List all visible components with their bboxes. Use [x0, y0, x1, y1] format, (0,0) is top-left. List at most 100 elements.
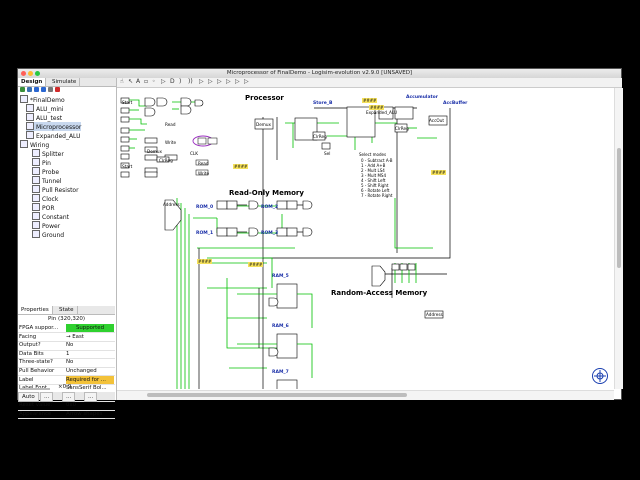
property-row[interactable]: Output? No — [18, 341, 115, 351]
tree-item-icon — [26, 131, 34, 139]
tab-extra-3[interactable]: ... — [84, 392, 98, 402]
property-value[interactable]: → East — [66, 333, 84, 340]
circuit-icon[interactable] — [48, 87, 53, 92]
tree-item[interactable]: Wiring — [20, 140, 49, 149]
move-down-icon[interactable] — [41, 87, 46, 92]
clrreg-label-2: ClrReg — [395, 126, 409, 131]
vertical-scrollbar[interactable] — [614, 88, 623, 389]
property-value[interactable]: Arrow shapes — [66, 411, 103, 417]
tree-item-label: Pin — [42, 160, 51, 167]
tab-simulate[interactable]: Simulate — [49, 78, 81, 86]
property-value[interactable]: Supported — [66, 324, 114, 333]
xor-gate-icon[interactable]: )) — [188, 78, 193, 85]
vertical-scroll-thumb[interactable] — [617, 148, 621, 268]
tree-item[interactable]: Constant — [32, 212, 69, 221]
hex-probe-1: #### — [233, 164, 249, 169]
property-value[interactable]: No — [66, 359, 74, 366]
select-mode-line: 2 - Mult LS4 — [361, 168, 385, 173]
zoom-slider[interactable] — [20, 388, 50, 390]
property-key: Output? — [19, 342, 41, 349]
property-key: Appearance — [19, 411, 52, 417]
tree-item-label: Ground — [42, 232, 65, 239]
tree-item[interactable]: Pull Resistor — [32, 185, 79, 194]
xnor-gate-icon[interactable]: ▷ — [217, 78, 222, 85]
tab-auto[interactable]: Auto — [18, 392, 39, 402]
add-circuit-icon[interactable] — [20, 87, 25, 92]
input-pin-icon[interactable]: ▫ — [144, 78, 149, 85]
navigation-icon[interactable] — [592, 368, 608, 384]
tree-item-label: Splitter — [42, 151, 64, 158]
horizontal-scrollbar[interactable] — [117, 390, 614, 400]
tree-item[interactable]: Microprocessor — [26, 122, 82, 131]
tab-extra-1[interactable]: ... — [40, 392, 54, 402]
address-label: Address — [163, 202, 180, 207]
tree-item[interactable]: Pin — [32, 158, 51, 167]
text-tool-icon[interactable]: A — [136, 78, 141, 85]
tab-properties[interactable]: Properties — [18, 306, 53, 314]
tree-item[interactable]: Splitter — [32, 149, 64, 158]
property-key: Facing — [19, 333, 37, 340]
rom-2-label: ROM_2 — [261, 205, 279, 210]
clock-icon[interactable]: ▷ — [244, 78, 249, 85]
not-gate-icon[interactable]: ▷ — [161, 78, 166, 85]
property-value[interactable]: No — [66, 342, 74, 349]
close-window-button[interactable] — [21, 71, 26, 76]
zoom-window-button[interactable] — [35, 71, 40, 76]
and-gate-icon[interactable]: D — [170, 78, 175, 85]
start-label-2: Start — [122, 164, 133, 169]
property-row[interactable]: FPGA suppor...Supported — [18, 324, 115, 334]
hex-probe-4: #### — [431, 170, 447, 175]
tree-item[interactable]: Tunnel — [32, 176, 62, 185]
tab-extra-2[interactable]: ... — [62, 392, 76, 402]
buffer-icon[interactable]: ▷ — [226, 78, 231, 85]
property-row[interactable]: Facing → East — [18, 333, 115, 342]
tree-item-label: ALU_mini — [36, 106, 64, 113]
tree-item-label: POR — [42, 205, 55, 212]
tree-item-label: Clock — [42, 196, 59, 203]
tree-item-icon — [26, 122, 34, 130]
property-value[interactable]: SansSerif Bol... — [66, 385, 107, 392]
property-value[interactable]: Required for ... — [66, 375, 114, 384]
property-row[interactable]: Reset value:0x0 — [18, 401, 115, 411]
tab-design[interactable]: Design — [18, 78, 47, 86]
explorer-toolbar — [18, 87, 116, 94]
delete-icon[interactable] — [55, 87, 60, 92]
nand-gate-icon[interactable]: ▷ — [199, 78, 204, 85]
tree-item-label: Wiring — [30, 142, 50, 149]
tree-item[interactable]: Expanded_ALU — [26, 131, 80, 140]
horizontal-scroll-thumb[interactable] — [147, 393, 407, 397]
tree-item[interactable]: POR — [32, 203, 55, 212]
tree-item[interactable]: *FinalDemo — [20, 95, 65, 104]
circuit-drawing — [120, 97, 451, 389]
property-row[interactable]: Appearance Arrow shapes — [18, 410, 115, 420]
property-value[interactable]: 1 — [66, 350, 70, 357]
tree-item-icon — [32, 203, 40, 211]
nor-gate-icon[interactable]: ▷ — [208, 78, 213, 85]
tree-item[interactable]: ALU_mini — [26, 104, 64, 113]
tree-item[interactable]: Ground — [32, 230, 64, 239]
add-vhdl-icon[interactable] — [27, 87, 32, 92]
store-b-label: Store_B — [313, 101, 333, 106]
property-row[interactable]: Three-state?No — [18, 358, 115, 368]
property-value[interactable]: 0x0 — [66, 402, 77, 409]
tree-item[interactable]: Probe — [32, 167, 59, 176]
or-gate-icon[interactable]: ) — [179, 78, 182, 85]
property-value[interactable]: Unchanged — [66, 368, 97, 374]
tab-state[interactable]: State — [56, 306, 78, 314]
select-tool-icon[interactable]: ↖ — [128, 78, 134, 85]
probe-icon[interactable]: ▷ — [235, 78, 240, 85]
zoom-control[interactable]: ×0.9 — [18, 384, 115, 392]
tree-item-icon — [20, 95, 28, 103]
tree-item[interactable]: Power — [32, 221, 60, 230]
move-up-icon[interactable] — [34, 87, 39, 92]
tree-item[interactable]: Clock — [32, 194, 58, 203]
tree-item-label: Probe — [42, 169, 60, 176]
output-pin-icon[interactable]: ◦ — [152, 78, 156, 85]
minimize-window-button[interactable] — [28, 71, 33, 76]
tree-item-icon — [32, 167, 40, 175]
tree-item[interactable]: ALU_test — [26, 113, 62, 122]
circuit-canvas[interactable]: Processor Read-Only Memory Random-Access… — [117, 88, 614, 389]
poke-tool-icon[interactable]: ☝ — [120, 78, 124, 85]
